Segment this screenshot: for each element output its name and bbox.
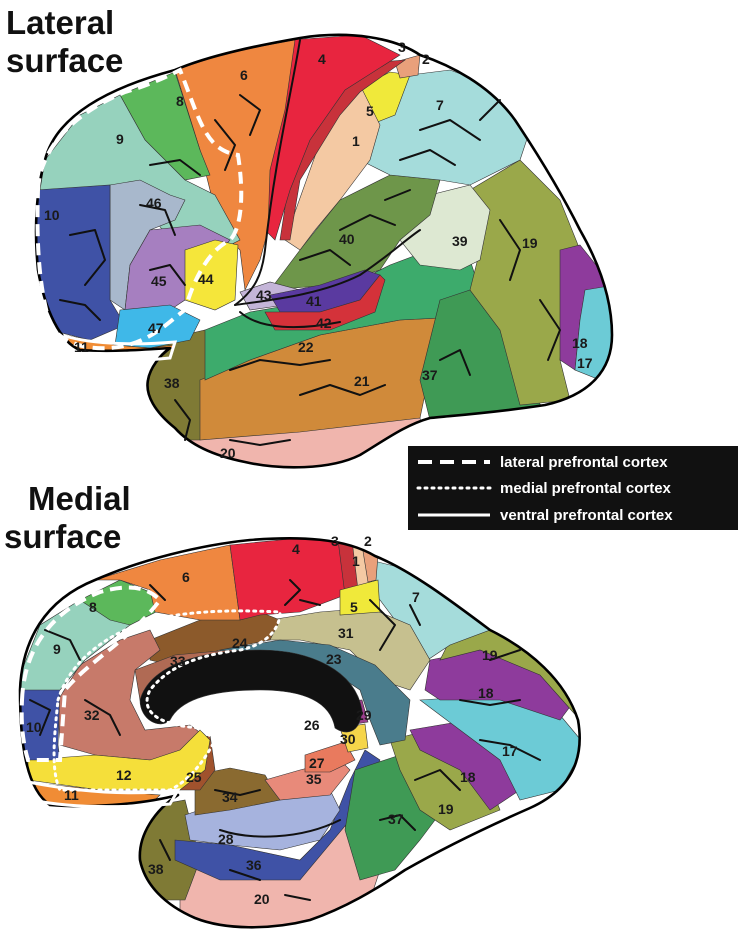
med-label-7: 7 <box>412 589 420 605</box>
med-label-3: 3 <box>331 533 339 549</box>
med-label-23: 23 <box>326 651 342 667</box>
lat-label-3: 3 <box>398 39 406 55</box>
med-area-5 <box>339 579 381 616</box>
med-label-37: 37 <box>388 811 404 827</box>
med-label-26: 26 <box>304 717 320 733</box>
med-label-2: 2 <box>364 533 372 549</box>
lat-label-45: 45 <box>151 273 167 289</box>
med-label-18b: 18 <box>460 769 476 785</box>
lat-label-43: 43 <box>256 287 272 303</box>
med-label-35: 35 <box>306 771 322 787</box>
med-area-4 <box>229 538 346 621</box>
lat-label-40: 40 <box>339 231 355 247</box>
med-label-4: 4 <box>292 541 300 557</box>
lat-label-21: 21 <box>354 373 370 389</box>
med-label-19a: 19 <box>482 647 498 663</box>
legend-ventral: ventral prefrontal cortex <box>500 507 673 524</box>
lat-label-17: 17 <box>577 355 593 371</box>
med-label-31: 31 <box>338 625 354 641</box>
med-label-17: 17 <box>502 743 518 759</box>
lat-label-22: 22 <box>298 339 314 355</box>
med-label-24: 24 <box>232 635 248 651</box>
lat-label-11: 11 <box>74 339 89 355</box>
lat-area-19 <box>469 159 581 406</box>
lat-label-37: 37 <box>422 367 438 383</box>
med-label-1: 1 <box>352 553 360 569</box>
lat-label-44: 44 <box>198 271 214 287</box>
med-label-9: 9 <box>53 641 61 657</box>
lat-label-8: 8 <box>176 93 184 109</box>
lat-label-18: 18 <box>572 335 588 351</box>
med-label-19b: 19 <box>438 801 454 817</box>
lat-label-5: 5 <box>366 103 374 119</box>
med-label-25: 25 <box>186 769 202 785</box>
lat-label-47: 47 <box>148 320 164 336</box>
med-area-27 <box>304 741 356 773</box>
lat-label-9: 9 <box>116 131 124 147</box>
med-label-29: 29 <box>356 707 372 723</box>
legend-lateral: lateral prefrontal cortex <box>500 454 668 471</box>
lat-area-2 <box>394 54 421 79</box>
lat-label-38: 38 <box>164 375 180 391</box>
med-label-30: 30 <box>340 731 356 747</box>
medial-title-line1: Medial <box>28 480 131 517</box>
med-label-12: 12 <box>116 767 132 783</box>
lat-area-44 <box>184 239 239 311</box>
med-area-12 <box>27 729 211 791</box>
med-label-6: 6 <box>182 569 190 585</box>
lat-label-42: 42 <box>316 315 332 331</box>
med-label-18a: 18 <box>478 685 494 701</box>
lat-label-7: 7 <box>436 97 444 113</box>
med-label-10: 10 <box>26 719 42 735</box>
lat-label-6: 6 <box>240 67 248 83</box>
lateral-title-line1: Lateral <box>6 4 114 41</box>
med-label-11: 11 <box>64 787 79 803</box>
lat-label-1: 1 <box>352 133 360 149</box>
lat-label-20: 20 <box>220 445 236 461</box>
medial-surface-map: Medial surface 3 2 4 1 6 7 8 5 31 24 9 1… <box>4 480 581 929</box>
lateral-title-line2: surface <box>6 42 123 79</box>
med-label-28: 28 <box>218 831 234 847</box>
lat-label-4: 4 <box>318 51 326 67</box>
legend-medial: medial prefrontal cortex <box>500 480 672 497</box>
lat-label-39: 39 <box>452 233 468 249</box>
lat-area-1 <box>284 84 381 251</box>
med-label-38: 38 <box>148 861 164 877</box>
legend: lateral prefrontal cortex medial prefron… <box>408 446 738 530</box>
med-area-6 <box>94 544 241 621</box>
lat-label-10: 10 <box>44 207 60 223</box>
med-label-8: 8 <box>89 599 97 615</box>
medial-title-line2: surface <box>4 518 121 555</box>
lat-label-41: 41 <box>306 293 322 309</box>
lat-area-42 <box>264 274 386 331</box>
med-label-36: 36 <box>246 857 262 873</box>
med-label-32: 32 <box>84 707 100 723</box>
med-label-20: 20 <box>254 891 270 907</box>
med-label-33: 33 <box>170 653 186 669</box>
med-area-36 <box>174 749 381 881</box>
lat-label-2: 2 <box>422 51 430 67</box>
med-label-5: 5 <box>350 599 358 615</box>
lateral-surface-map: Lateral surface 4 3 2 6 5 8 7 1 9 46 10 … <box>6 4 614 469</box>
med-label-27: 27 <box>309 755 325 771</box>
lat-label-46: 46 <box>146 195 162 211</box>
lat-label-19: 19 <box>522 235 538 251</box>
med-label-34: 34 <box>222 789 238 805</box>
